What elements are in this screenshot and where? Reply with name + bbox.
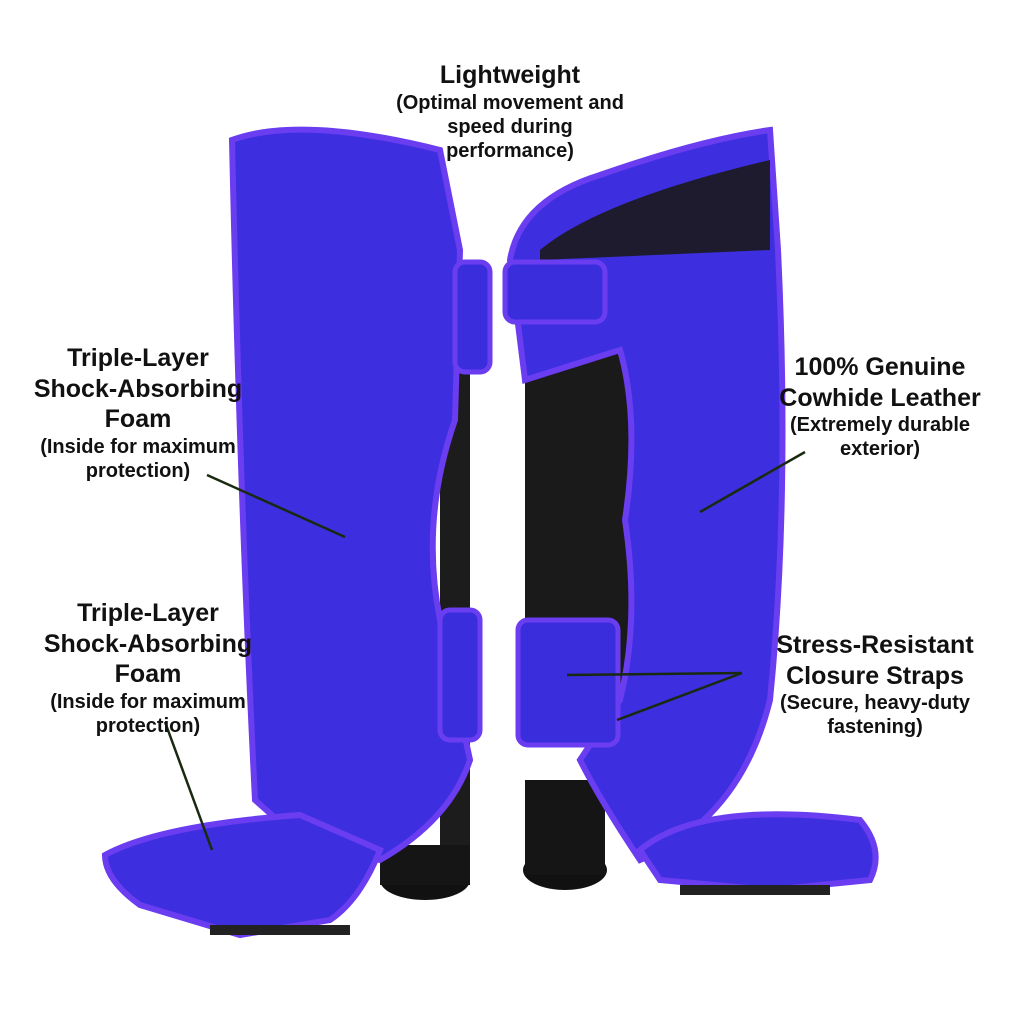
- callout-subtitle: (Inside for maximum: [40, 435, 236, 458]
- callout-subtitle: (Optimal movement and: [396, 91, 624, 114]
- leader-line-strap-lower: [616, 671, 743, 722]
- callout-subtitle: protection): [95, 714, 201, 737]
- callout-subtitle: exterior): [839, 438, 921, 461]
- left-shin-guard: [101, 126, 493, 939]
- leader-line-strap-upper: [566, 671, 743, 677]
- callout-subtitle: (Extremely durable: [789, 414, 971, 436]
- callout-subtitle: protection): [85, 459, 191, 482]
- callout-title: Lightweight: [439, 61, 581, 89]
- callout-title: Foam: [104, 405, 172, 433]
- callout-leather: 100% Genuine Cowhide Leather (Extremely …: [760, 352, 1000, 462]
- callout-title: 100% Genuine: [794, 353, 966, 381]
- leader-line-foam-upper: [206, 473, 346, 539]
- callout-subtitle: (Secure, heavy-duty: [779, 692, 971, 714]
- callout-straps: Stress-Resistant Closure Straps (Secure,…: [750, 630, 1000, 740]
- callout-foam-upper: Triple-Layer Shock-Absorbing Foam (Insid…: [8, 343, 268, 483]
- callout-title: Shock-Absorbing: [43, 629, 253, 658]
- callout-title: Shock-Absorbing: [33, 374, 243, 403]
- callout-subtitle: speed during: [447, 115, 573, 138]
- right-shin-guard: [502, 126, 879, 895]
- callout-foam-lower: Triple-Layer Shock-Absorbing Foam (Insid…: [18, 598, 278, 738]
- callout-subtitle: performance): [446, 140, 574, 163]
- callout-title: Closure Straps: [786, 661, 964, 690]
- leader-line-foam-lower: [163, 721, 214, 851]
- callout-title: Cowhide Leather: [779, 383, 981, 412]
- callout-subtitle: (Inside for maximum: [50, 690, 246, 713]
- callout-title: Triple-Layer: [77, 599, 219, 627]
- callout-title: Triple-Layer: [67, 344, 209, 372]
- callout-title: Stress-Resistant: [776, 631, 974, 659]
- callout-subtitle: fastening): [827, 716, 923, 739]
- leader-line-leather: [699, 450, 806, 514]
- callout-lightweight: Lightweight (Optimal movement and speed …: [360, 60, 660, 164]
- callout-title: Foam: [114, 660, 182, 688]
